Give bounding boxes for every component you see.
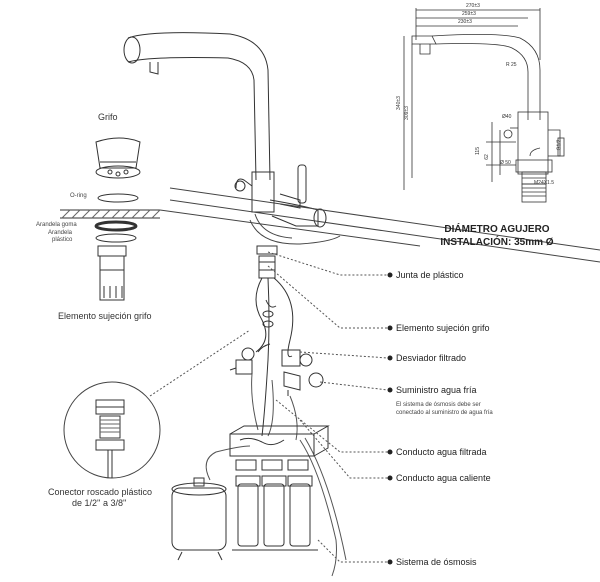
dim-g12: G1/2: [556, 139, 563, 151]
heading-line1: DIÁMETRO AGUJERO: [444, 224, 550, 235]
dim-259: 259±3: [462, 11, 476, 17]
label-conector-1: Conector roscado plástico: [48, 487, 153, 497]
label-conector-2: de 1/2'' a 3/8'': [72, 498, 127, 508]
label-arandela-plastico-2: plástico: [52, 237, 73, 243]
callout-osmosis: Sistema de ósmosis: [396, 557, 477, 567]
callout-junta: Junta de plástico: [396, 270, 464, 280]
label-oring: O-ring: [70, 193, 87, 199]
heading-line2: INSTALACIÓN: 35mm Ø: [440, 237, 554, 248]
dim-r25: R 25: [506, 62, 517, 68]
dim-309: 309±3: [403, 106, 410, 120]
connector-detail: [63, 381, 161, 479]
diverter-valves: [229, 343, 324, 396]
dim-d40: Ø40: [502, 114, 512, 120]
dim-270: 270±3: [466, 3, 480, 9]
label-arandela-goma: Arandela goma: [36, 222, 77, 228]
technical-drawing: [403, 8, 565, 203]
note-line2: conectado al suministro de agua fría: [396, 410, 493, 416]
label-grifo: Grifo: [98, 112, 118, 122]
label-elemento-sujecion: Elemento sujeción grifo: [58, 311, 152, 321]
callout-conducto-caliente: Conducto agua caliente: [396, 473, 491, 483]
callout-desviador: Desviador filtrado: [396, 353, 467, 363]
leader-lines: [149, 251, 389, 563]
dim-230: 230±3: [458, 19, 472, 25]
callout-elemento-sujecion: Elemento sujeción grifo: [396, 323, 490, 333]
dim-62: 62: [483, 154, 490, 160]
hoses: [205, 373, 347, 577]
callout-suministro-fria: Suministro agua fría: [396, 385, 477, 395]
countertop: [159, 187, 600, 263]
callout-conducto-filtrada: Conducto agua filtrada: [396, 447, 487, 457]
pressure-tank: [171, 477, 227, 561]
dim-m24: M24X1.5: [534, 180, 555, 186]
dim-340: 340±3: [395, 96, 402, 110]
faucet-drawing: [123, 32, 327, 228]
label-arandela-plastico-1: Arandela: [48, 230, 73, 236]
exploded-parts: [60, 137, 161, 301]
dim-115: 115: [474, 147, 481, 155]
dim-d50: Ø 50: [500, 160, 511, 166]
mounting-parts: [255, 245, 294, 437]
callout-dots: [387, 272, 393, 565]
osmosis-system: [229, 425, 330, 551]
note-line1: El sistema de ósmosis debe ser: [396, 402, 481, 408]
